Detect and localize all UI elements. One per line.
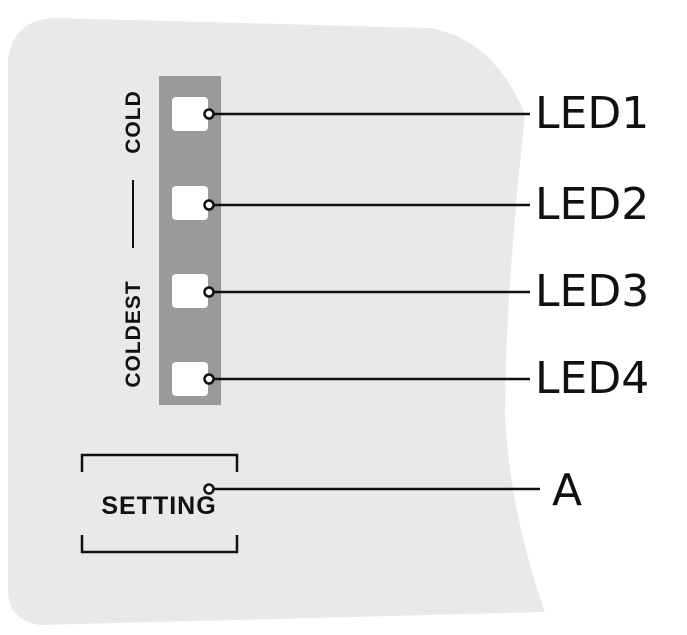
- setting-button[interactable]: [80, 453, 239, 554]
- cold-label: COLD: [122, 90, 145, 154]
- control-panel-body: [8, 18, 545, 625]
- a-callout-label: A: [552, 465, 582, 516]
- setting-button-frame-bottom: [80, 535, 239, 554]
- led2-leader-dot: [203, 199, 215, 211]
- led3-indicator: [172, 274, 208, 308]
- led1-indicator: [172, 97, 208, 131]
- led2-callout-label: LED2: [535, 179, 649, 230]
- led2-indicator: [172, 186, 208, 220]
- led4-indicator: [172, 362, 208, 396]
- a-leader-dot: [203, 483, 215, 495]
- setting-button-label: SETTING: [101, 492, 216, 520]
- setting-button-frame-top: [80, 453, 239, 472]
- led1-leader-dot: [203, 108, 215, 120]
- led4-leader-dot: [203, 373, 215, 385]
- led1-callout-label: LED1: [535, 88, 649, 139]
- led3-leader-dot: [203, 286, 215, 298]
- led3-callout-label: LED3: [535, 266, 649, 317]
- coldest-label: COLDEST: [122, 280, 145, 387]
- led4-callout-label: LED4: [535, 353, 649, 404]
